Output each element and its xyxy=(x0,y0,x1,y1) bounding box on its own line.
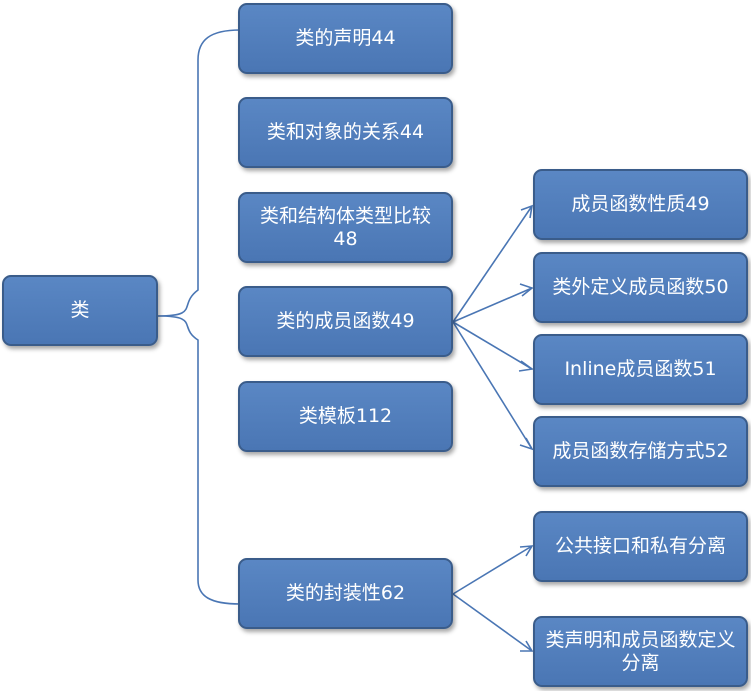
node-member-functions[interactable]: 类的成员函数49 xyxy=(238,286,453,357)
node-declaration-definition-separation-label: 类声明和成员函数定义分离 xyxy=(545,628,736,674)
root-node-label: 类 xyxy=(70,299,90,321)
node-class-struct-compare[interactable]: 类和结构体类型比较48 xyxy=(238,192,453,263)
arrow-to-e1 xyxy=(452,545,533,595)
node-declaration-definition-separation[interactable]: 类声明和成员函数定义分离 xyxy=(533,616,748,687)
node-class-template[interactable]: 类模板112 xyxy=(238,381,453,452)
root-node[interactable]: 类 xyxy=(2,275,158,346)
root-bracket-connector xyxy=(157,29,241,605)
node-class-struct-compare-label: 类和结构体类型比较48 xyxy=(259,204,431,250)
node-class-declaration-label: 类的声明44 xyxy=(295,27,396,49)
arrowheads xyxy=(518,204,535,652)
node-member-function-storage-label: 成员函数存储方式52 xyxy=(552,440,729,462)
node-member-functions-label: 类的成员函数49 xyxy=(276,310,415,332)
node-member-function-storage[interactable]: 成员函数存储方式52 xyxy=(533,416,748,487)
node-class-object-relation[interactable]: 类和对象的关系44 xyxy=(238,97,453,168)
arrow-to-m1 xyxy=(452,205,533,323)
node-class-declaration[interactable]: 类的声明44 xyxy=(238,3,453,74)
arrow-to-m2 xyxy=(452,287,533,323)
node-encapsulation[interactable]: 类的封装性62 xyxy=(238,558,453,629)
node-public-private-separation[interactable]: 公共接口和私有分离 xyxy=(533,511,748,582)
node-class-object-relation-label: 类和对象的关系44 xyxy=(266,121,425,143)
node-encapsulation-label: 类的封装性62 xyxy=(285,582,406,604)
node-class-template-label: 类模板112 xyxy=(298,405,393,427)
node-inline-member-function-label: Inline成员函数51 xyxy=(564,358,717,380)
node-member-function-outside-def-label: 类外定义成员函数50 xyxy=(552,276,729,298)
arrow-to-e2 xyxy=(452,593,533,652)
arrow-to-m3 xyxy=(452,321,533,370)
node-member-function-nature-label: 成员函数性质49 xyxy=(571,193,710,215)
node-member-function-outside-def[interactable]: 类外定义成员函数50 xyxy=(533,252,748,323)
arrow-to-m4 xyxy=(452,321,533,450)
node-inline-member-function[interactable]: Inline成员函数51 xyxy=(533,334,748,405)
node-member-function-nature[interactable]: 成员函数性质49 xyxy=(533,169,748,240)
node-public-private-separation-label: 公共接口和私有分离 xyxy=(554,535,726,557)
